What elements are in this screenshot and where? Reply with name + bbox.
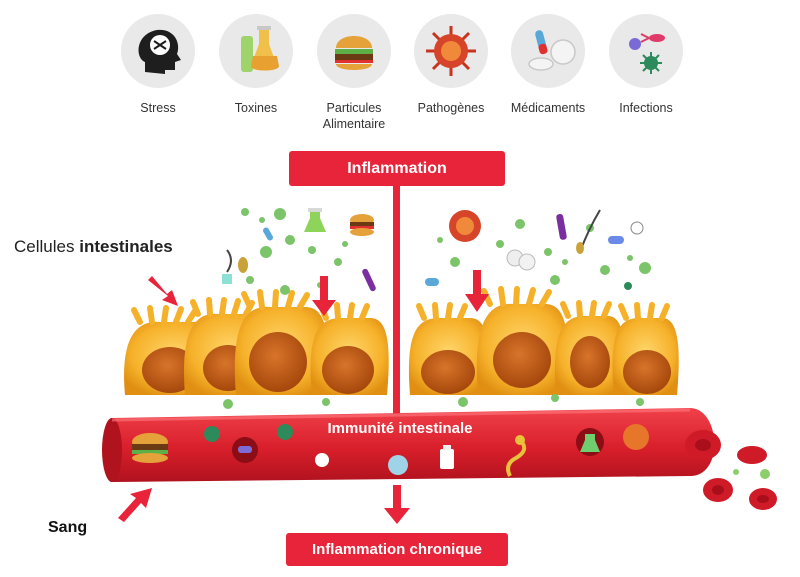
factor-infections: Infections [598, 14, 694, 116]
arrow-to-cells-left [148, 276, 178, 306]
intestinal-immunity-label: Immunité intestinale [327, 420, 473, 437]
virus-in-vessel [277, 424, 293, 440]
factor-toxins: Toxines [208, 14, 304, 116]
intestinal-cell [476, 286, 569, 395]
intestinal-cell [612, 302, 679, 395]
pills-icon [511, 14, 585, 88]
cells-label-bold: intestinales [79, 237, 173, 256]
medicine-bottle-in-vessel [440, 449, 454, 469]
factor-label: Stress [140, 101, 176, 115]
blood-vessel [102, 408, 715, 482]
floating-virus [449, 210, 481, 242]
red-blood-cells [685, 430, 777, 510]
right-cell-cluster [408, 286, 679, 395]
left-cell-cluster [124, 289, 389, 395]
microbes-icon [609, 14, 683, 88]
microbe-in-vessel [315, 453, 329, 467]
virus-in-vessel [204, 426, 220, 442]
sperm-like-microbe-in-vessel [506, 438, 527, 477]
blood-label: Sang [48, 519, 88, 536]
factor-label: Particules Alimentaire [322, 101, 386, 131]
factor-food-particles: Particules Alimentaire [306, 14, 402, 132]
virus-in-vessel [388, 455, 408, 475]
arrow-down-to-chronic [384, 485, 410, 524]
inflammation-connector [393, 185, 400, 425]
virus-icon [414, 14, 488, 88]
flask-icon [219, 14, 293, 88]
floating-flask [304, 208, 326, 232]
floating-microbes [222, 209, 644, 292]
factor-medications: Médicaments [500, 14, 596, 116]
factor-label: Infections [619, 101, 673, 115]
head-stress-icon [121, 14, 195, 88]
cells-label-prefix: Cellules [14, 237, 75, 256]
inflammation-box: Inflammation [289, 151, 505, 186]
factor-label: Toxines [234, 101, 278, 115]
intestinal-cell [310, 302, 389, 395]
intestinal-cell [554, 300, 625, 395]
floating-burger [350, 214, 374, 236]
intestinal-cell [234, 289, 329, 395]
arrow-down-left-cluster [312, 276, 336, 316]
burger-icon [317, 14, 391, 88]
virus-in-vessel [623, 424, 649, 450]
arrow-to-blood [118, 488, 152, 522]
intestinal-cell [408, 302, 489, 395]
factor-stress: Stress [110, 14, 206, 116]
burger-in-vessel [132, 433, 168, 463]
factor-label: Pathogènes [417, 101, 485, 115]
arrow-down-right-cluster [465, 270, 489, 312]
particles [223, 208, 651, 409]
intestinal-cells-label: Cellules intestinales [14, 237, 173, 257]
factor-pathogens: Pathogènes [403, 14, 499, 116]
chronic-inflammation-box: Inflammation chronique [286, 533, 508, 566]
factor-label: Médicaments [510, 101, 586, 115]
